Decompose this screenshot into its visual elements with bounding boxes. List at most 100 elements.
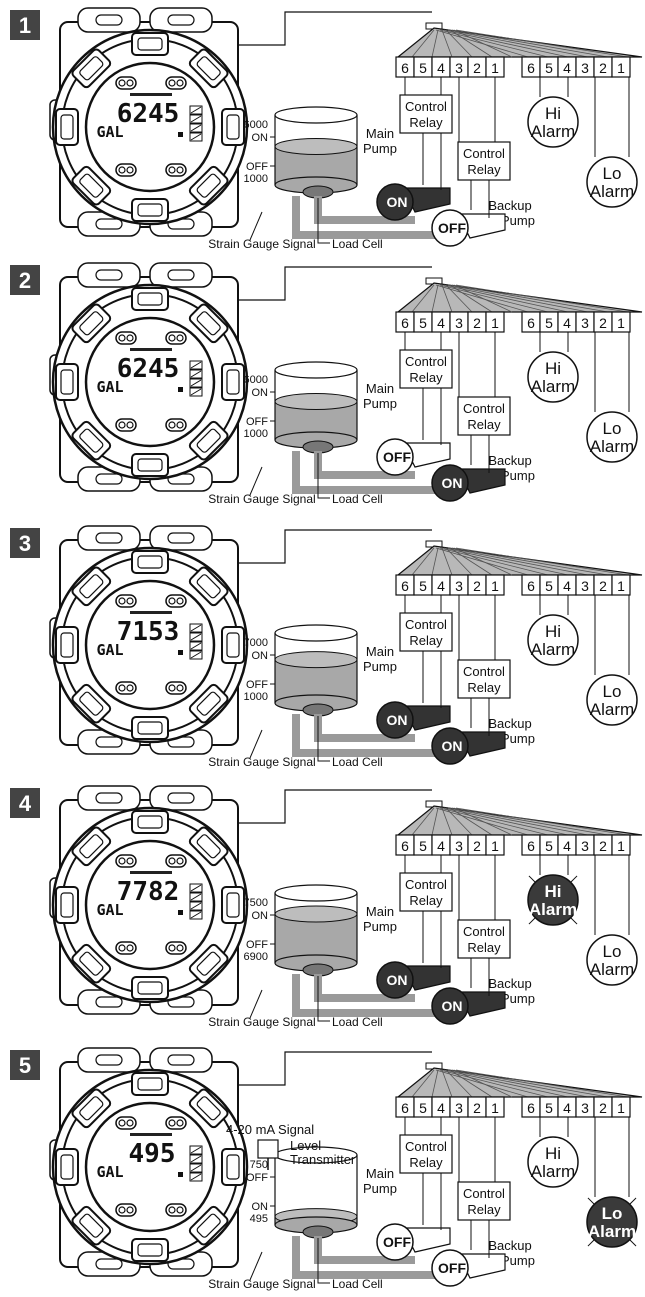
control-relay-label: Relay	[409, 370, 443, 385]
panel-number: 2	[19, 268, 31, 293]
terminal-label: 2	[473, 578, 481, 594]
control-relay-label: Relay	[467, 940, 501, 955]
main-pump-label: Pump	[363, 141, 397, 156]
level-transmitter-label: Level	[290, 1138, 321, 1153]
terminal-label: 1	[491, 1100, 499, 1116]
lo-alarm-icon-label: Lo	[603, 942, 622, 961]
lo-alarm-icon-label: Lo	[602, 1204, 623, 1223]
terminal-label: 2	[599, 315, 607, 331]
setpoint-high: 6000	[244, 119, 268, 131]
setpoint-high: 750	[250, 1159, 268, 1171]
terminal-label: 3	[581, 1100, 589, 1116]
panel-number: 5	[19, 1053, 31, 1078]
setpoint-label: ON	[252, 132, 269, 144]
hi-alarm-icon-label: Alarm	[531, 377, 575, 396]
terminal-label: 5	[419, 315, 427, 331]
tank-icon	[275, 885, 357, 971]
backup-pump-label: Backup	[488, 716, 531, 731]
terminal-label: 2	[473, 1100, 481, 1116]
terminal-label: 2	[599, 838, 607, 854]
lcd-unit: GAL	[96, 641, 123, 659]
control-relay-label: Control	[405, 354, 447, 369]
lo-alarm-icon-label: Lo	[603, 164, 622, 183]
signal-wire	[238, 267, 432, 300]
backup-pump-label: Pump	[501, 1253, 535, 1268]
terminal-label: 1	[617, 578, 625, 594]
setpoint-low: 6900	[244, 951, 268, 963]
terminal-label: 1	[617, 838, 625, 854]
setpoint-low: 1000	[244, 691, 268, 703]
main-pump-label: Main	[366, 644, 394, 659]
terminal-label: 1	[491, 315, 499, 331]
main-pump-label: Main	[366, 904, 394, 919]
terminal-label: 5	[419, 578, 427, 594]
backup-pump-label: Pump	[501, 991, 535, 1006]
backup-pump-label: Backup	[488, 976, 531, 991]
terminal-label: 6	[401, 1100, 409, 1116]
main-pump-label: Pump	[363, 659, 397, 674]
control-relay-label: Control	[405, 877, 447, 892]
main-pump-icon-state: OFF	[383, 1234, 411, 1250]
backup-pump-icon-state: ON	[442, 998, 463, 1014]
terminal-label: 6	[401, 60, 409, 76]
terminal-label: 1	[617, 1100, 625, 1116]
main-pump-icon-state: ON	[387, 972, 408, 988]
hi-alarm-icon-label: Alarm	[531, 640, 575, 659]
lcd-indicator	[178, 1172, 183, 1177]
control-relay-label: Relay	[467, 680, 501, 695]
hi-alarm-icon-label: Hi	[545, 1144, 561, 1163]
control-relay-label: Relay	[467, 417, 501, 432]
terminal-label: 5	[545, 838, 553, 854]
setpoint-label: OFF	[246, 416, 268, 428]
control-relay-label: Control	[463, 924, 505, 939]
terminal-label: 3	[581, 315, 589, 331]
load-cell-label: Load Cell	[332, 755, 383, 769]
terminal-label: 5	[545, 60, 553, 76]
backup-pump-label: Backup	[488, 453, 531, 468]
strain-gauge-label: Strain Gauge Signal	[208, 237, 315, 251]
panel-4: 47782GAL6543216543217500ONOFF6900MainPum…	[10, 786, 642, 1029]
terminal-label: 5	[419, 1100, 427, 1116]
lcd-value: 7782	[117, 877, 180, 907]
lcd-indicator	[178, 132, 183, 137]
terminal-label: 6	[527, 578, 535, 594]
terminal-label: 4	[437, 578, 445, 594]
main-pump-icon-state: ON	[387, 712, 408, 728]
terminal-label: 6	[401, 315, 409, 331]
backup-pump-label: Pump	[501, 731, 535, 746]
signal-wire	[238, 530, 432, 563]
hi-alarm-icon-label: Alarm	[529, 900, 577, 919]
lcd-value: 7153	[117, 617, 180, 647]
terminal-roof	[398, 283, 642, 312]
panel-number: 1	[19, 13, 31, 38]
control-relay-label: Control	[463, 401, 505, 416]
backup-pump-icon-state: ON	[442, 475, 463, 491]
lo-alarm-icon-label: Lo	[603, 419, 622, 438]
signal-wire	[238, 790, 432, 823]
lcd-value: 6245	[117, 99, 180, 129]
terminal-roof	[398, 546, 642, 575]
lo-alarm-icon-label: Alarm	[590, 960, 634, 979]
control-relay-label: Relay	[467, 1202, 501, 1217]
control-relay-label: Relay	[409, 1155, 443, 1170]
main-pump-label: Main	[366, 381, 394, 396]
setpoint-label: ON	[252, 650, 269, 662]
terminal-label: 4	[563, 1100, 571, 1116]
terminal-label: 4	[437, 1100, 445, 1116]
terminal-label: 2	[473, 315, 481, 331]
signal-wire	[238, 12, 432, 45]
load-cell-label: Load Cell	[332, 492, 383, 506]
level-transmitter-icon	[258, 1140, 278, 1158]
main-pump-icon-state: OFF	[383, 449, 411, 465]
control-relay-label: Control	[405, 99, 447, 114]
hi-alarm-icon-label: Alarm	[531, 1162, 575, 1181]
control-relay-label: Relay	[409, 633, 443, 648]
backup-pump-icon-state: OFF	[438, 220, 466, 236]
setpoint-high: 7000	[244, 637, 268, 649]
control-relay-label: Relay	[409, 115, 443, 130]
hi-alarm-icon-label: Hi	[545, 622, 561, 641]
terminal-label: 1	[491, 838, 499, 854]
hi-alarm-icon-label: Hi	[545, 359, 561, 378]
lcd-unit: GAL	[96, 901, 123, 919]
terminal-label: 5	[419, 838, 427, 854]
